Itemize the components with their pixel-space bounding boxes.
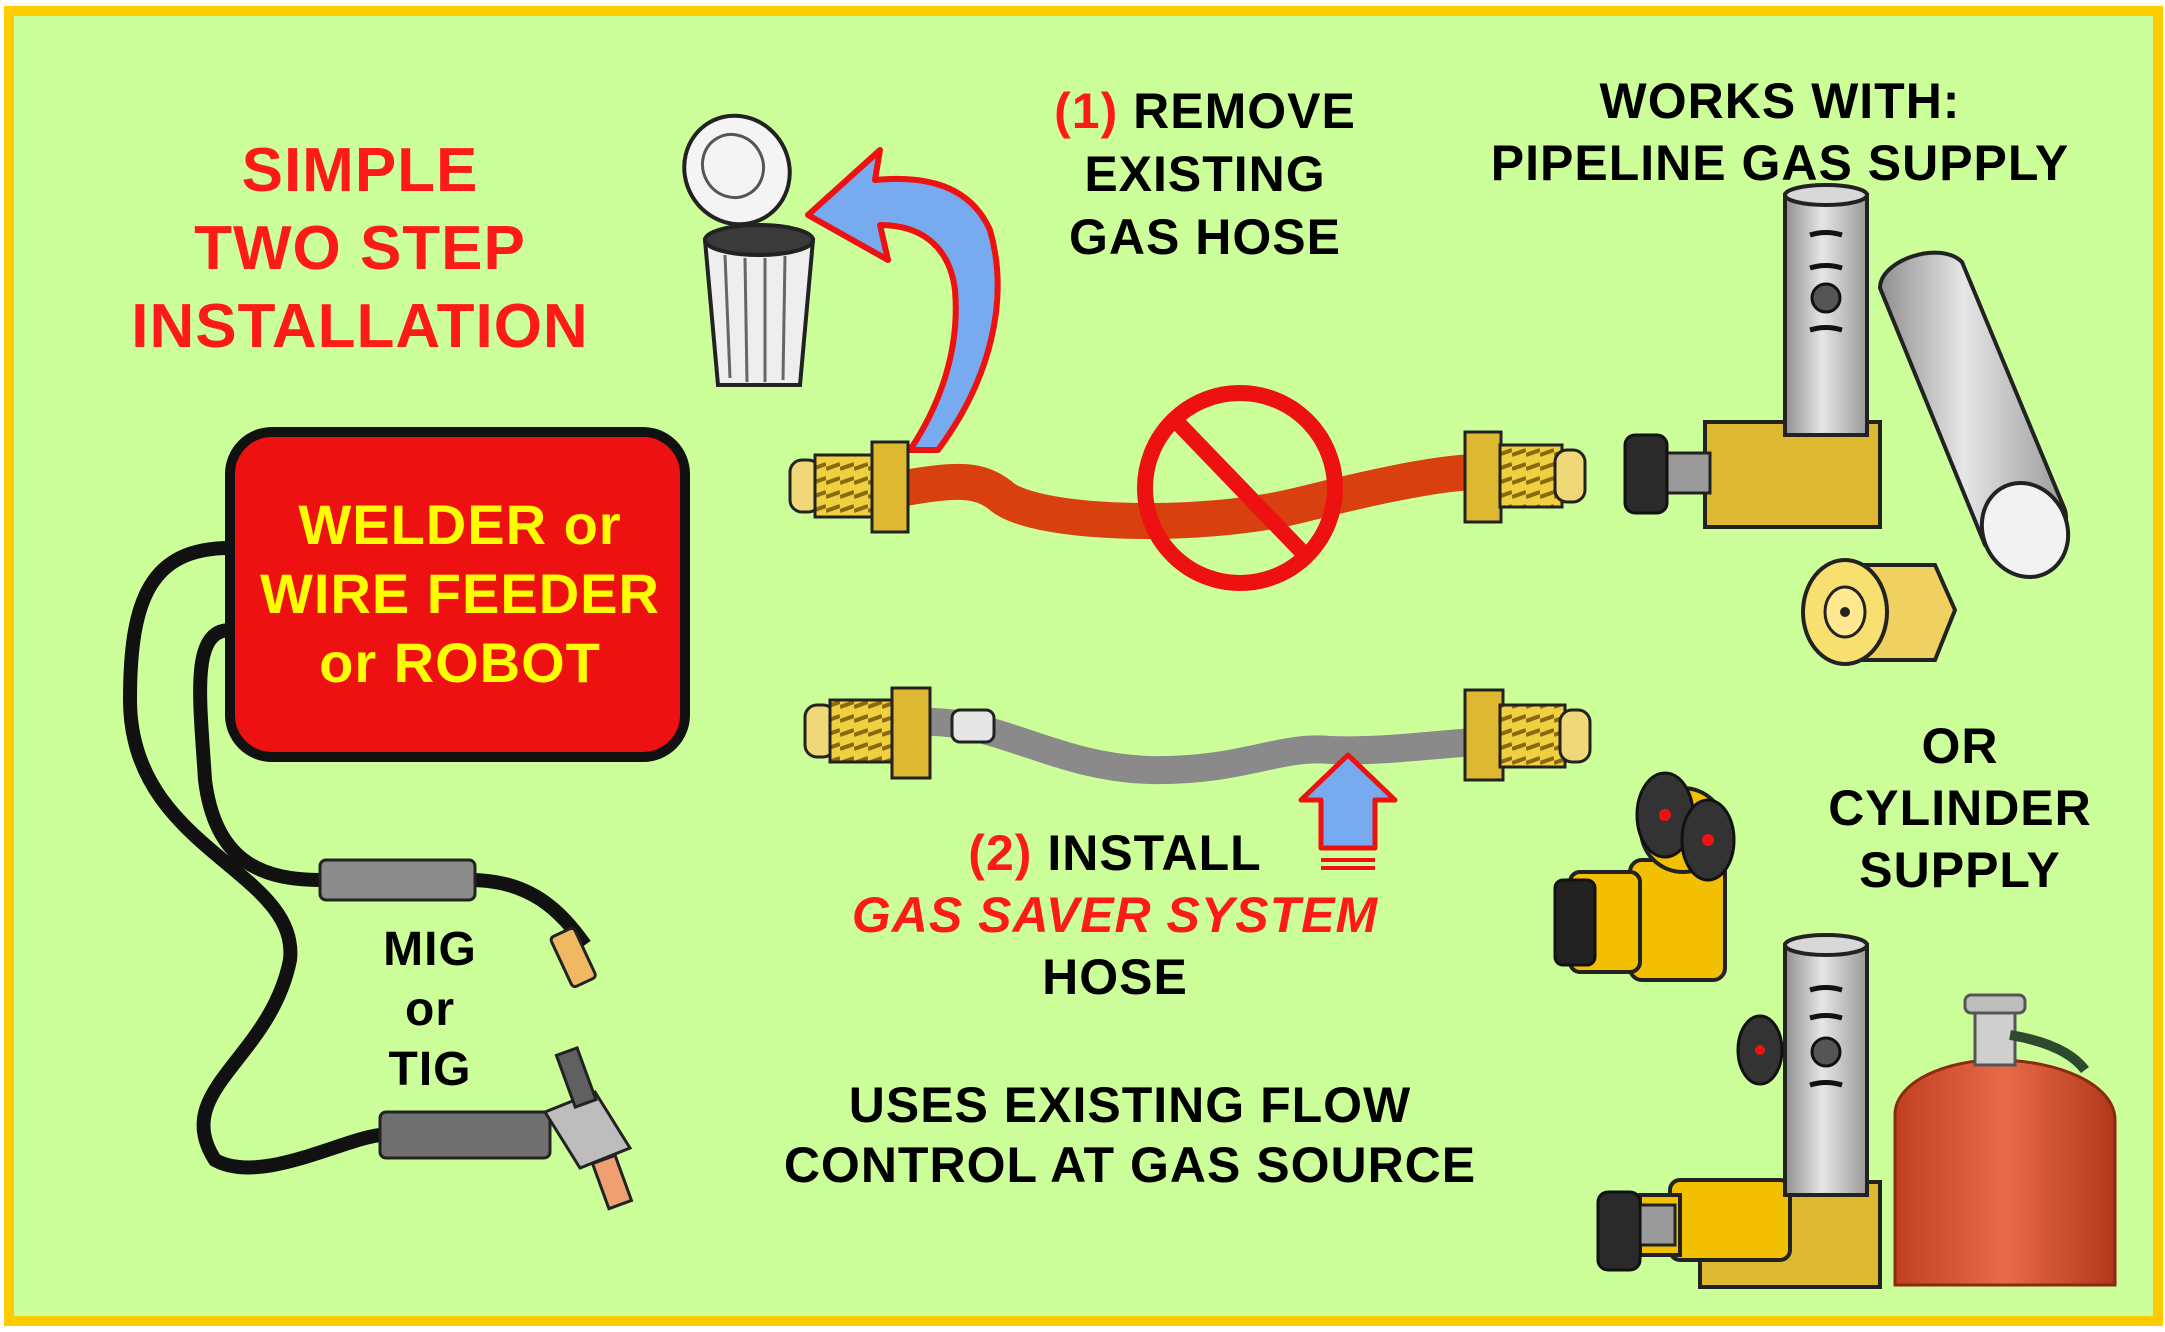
old-hose-right-fitting bbox=[1463, 430, 1587, 524]
footer-note-line-2: CONTROL AT GAS SOURCE bbox=[783, 1137, 1477, 1193]
works-with-line-1: WORKS WITH: bbox=[1599, 73, 1961, 129]
footer-note: USES EXISTING FLOW CONTROL AT GAS SOURCE bbox=[760, 1075, 1500, 1195]
torch-label: MIG or TIG bbox=[340, 920, 520, 1100]
trash-can-icon bbox=[682, 113, 816, 387]
headline-line-2: TWO STEP bbox=[194, 214, 526, 283]
up-arrow-icon bbox=[1298, 752, 1398, 870]
mig-gun-icon bbox=[318, 858, 597, 989]
cylinder-supply-line-1: OR bbox=[1921, 718, 1999, 774]
step-2-label: (2) INSTALL GAS SAVER SYSTEM HOSE bbox=[815, 822, 1415, 1008]
flowmeter-icon bbox=[1623, 183, 1882, 529]
headline-line-1: SIMPLE bbox=[241, 136, 479, 205]
cylinder-flowmeter-icon bbox=[1596, 933, 1882, 1289]
old-hose-left-fitting bbox=[788, 440, 910, 534]
product-name: GAS SAVER SYSTEM bbox=[851, 887, 1379, 943]
step-1-label: (1) REMOVE EXISTING GAS HOSE bbox=[1020, 80, 1390, 269]
step-1-number: (1) bbox=[1054, 83, 1119, 139]
new-hose-right-fitting bbox=[1463, 688, 1592, 782]
headline: SIMPLE TWO STEP INSTALLATION bbox=[90, 132, 630, 366]
cylinder-supply-line-2: CYLINDER bbox=[1828, 780, 2092, 836]
new-hose-left-fitting bbox=[803, 686, 932, 780]
step-2-line-1: INSTALL bbox=[1047, 825, 1262, 881]
torch-label-line-2: or bbox=[405, 983, 455, 1036]
welder-box-line-2: WIRE FEEDER bbox=[260, 562, 660, 625]
works-with-label: WORKS WITH: PIPELINE GAS SUPPLY bbox=[1460, 70, 2100, 194]
welder-box-label: WELDER or WIRE FEEDER or ROBOT bbox=[240, 490, 680, 697]
torch-label-line-3: TIG bbox=[388, 1043, 472, 1096]
welder-box-line-3: or ROBOT bbox=[319, 631, 601, 694]
gas-saver-hose bbox=[803, 686, 1592, 785]
headline-line-3: INSTALLATION bbox=[131, 292, 589, 361]
old-hose bbox=[788, 430, 1587, 539]
footer-note-line-1: USES EXISTING FLOW bbox=[848, 1077, 1412, 1133]
step-1-line-2: EXISTING bbox=[1084, 146, 1326, 202]
gas-cylinder-icon bbox=[1893, 993, 2117, 1287]
cylinder-supply-label: OR CYLINDER SUPPLY bbox=[1800, 715, 2120, 901]
tig-torch-icon bbox=[378, 1045, 634, 1211]
prohibition-icon bbox=[1137, 385, 1343, 591]
brass-fitting bbox=[1801, 558, 1958, 666]
welder-box bbox=[225, 427, 690, 762]
welder-cables bbox=[122, 541, 387, 1175]
cylinder-supply-line-3: SUPPLY bbox=[1859, 842, 2061, 898]
works-with-line-2: PIPELINE GAS SUPPLY bbox=[1490, 135, 2070, 191]
torch-label-line-1: MIG bbox=[383, 923, 477, 976]
pressure-gauge-icon bbox=[1635, 771, 1736, 882]
welder-box-line-1: WELDER or bbox=[298, 493, 622, 556]
pipe-icon bbox=[1877, 250, 2071, 579]
regulator-icon bbox=[1553, 771, 1736, 982]
step-2-line-3: HOSE bbox=[1042, 949, 1188, 1005]
curved-arrow-icon bbox=[805, 147, 1001, 453]
step-1-line-1: REMOVE bbox=[1133, 83, 1356, 139]
step-2-number: (2) bbox=[968, 825, 1033, 881]
step-1-line-3: GAS HOSE bbox=[1069, 209, 1341, 265]
